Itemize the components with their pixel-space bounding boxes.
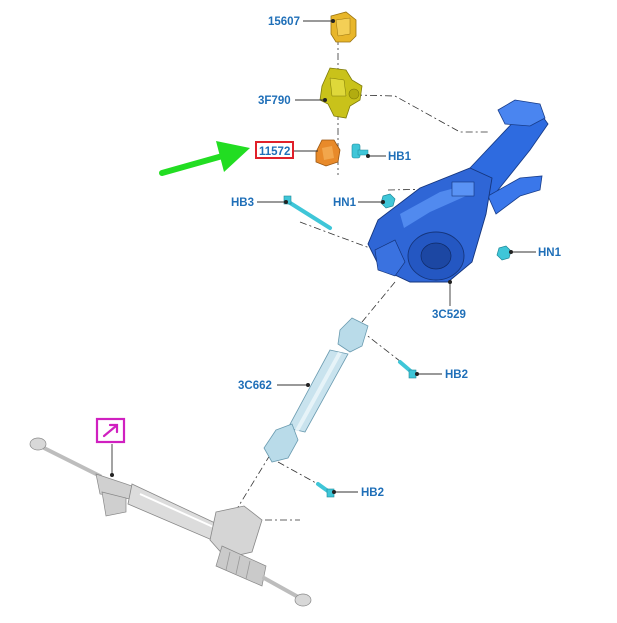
bolt-hb1[interactable] [351,143,369,159]
label-hn1-right[interactable]: HN1 [538,247,562,259]
external-link-icon[interactable] [95,417,126,444]
steering-column-3c529[interactable] [367,99,549,283]
arrow-icon [159,141,250,176]
label-11572[interactable]: 11572 [259,146,290,158]
intermediate-shaft-3c662[interactable] [263,317,369,463]
bolt-hb2-lower[interactable] [316,482,335,498]
label-hb2-upper[interactable]: HB2 [445,369,468,381]
part-3f790-bracket[interactable] [319,67,363,119]
label-3f790[interactable]: 3F790 [258,95,291,107]
highlight-box-11572 [255,141,294,159]
label-hb1[interactable]: HB1 [388,151,412,163]
label-15607[interactable]: 15607 [268,16,300,28]
nut-hn1-right[interactable] [496,245,512,261]
label-3c529[interactable]: 3C529 [432,309,466,321]
part-labels: 15607 3F790 11572 HB1 HB3 HN1 HN1 3C529 … [231,16,562,499]
label-3c662[interactable]: 3C662 [238,380,272,392]
label-hn1-left[interactable]: HN1 [333,197,357,209]
steering-rack[interactable] [29,437,312,607]
label-hb3[interactable]: HB3 [231,197,254,209]
leader-lines [110,19,536,494]
label-hb2-lower[interactable]: HB2 [361,487,384,499]
nut-hn1-left[interactable] [380,193,396,209]
bolt-hb3[interactable] [283,195,332,230]
part-15607-bracket[interactable] [330,11,357,43]
bolt-hb2-upper[interactable] [398,360,417,379]
part-11572-orange-component[interactable] [315,139,341,167]
